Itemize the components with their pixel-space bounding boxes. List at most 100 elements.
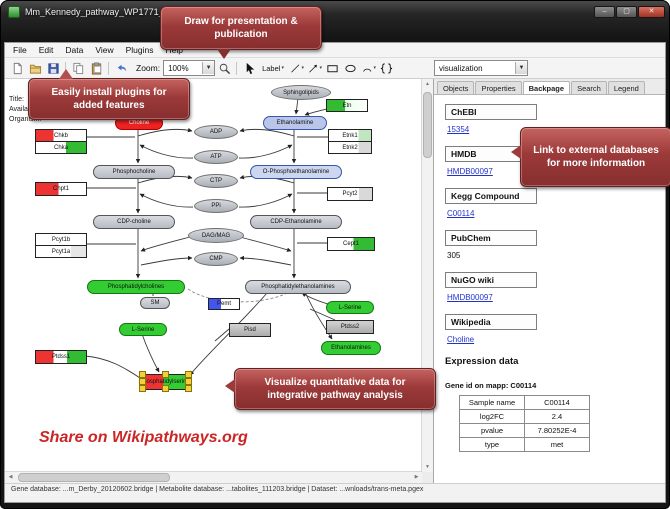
rect-tool[interactable] xyxy=(324,60,342,77)
table-cell: Sample name xyxy=(459,395,525,410)
select-tool[interactable] xyxy=(240,60,258,77)
vertical-scroll-thumb[interactable] xyxy=(423,92,432,158)
copy-button[interactable] xyxy=(69,60,87,77)
db-link-wikipedia[interactable]: Choline xyxy=(447,335,475,344)
pathway-node-phosphocholine[interactable]: Phosphocholine xyxy=(93,165,175,179)
pathway-node-ptdss2[interactable]: Ptdss2 xyxy=(326,320,374,334)
chevron-down-icon[interactable]: ▾ xyxy=(373,65,376,71)
selection-handle[interactable] xyxy=(162,385,169,392)
pathway-edge xyxy=(304,291,333,340)
pathway-node-o-phosphoethanolamine[interactable]: O-Phosphoethanolamine xyxy=(250,165,342,179)
tab-legend[interactable]: Legend xyxy=(607,81,645,94)
zoom-value: 100% xyxy=(168,63,189,73)
pathway-edge xyxy=(238,144,293,159)
paste-button[interactable] xyxy=(87,60,105,77)
pathway-edge xyxy=(141,333,160,373)
pathway-node-l-serine[interactable]: L-Serine xyxy=(326,301,374,314)
pathway-node-pcyt1a[interactable]: Pcyt1a xyxy=(35,245,87,258)
chevron-down-icon[interactable]: ▾ xyxy=(301,65,304,71)
arrow-tool[interactable]: ▾ xyxy=(306,60,324,77)
chevron-down-icon[interactable]: ▼ xyxy=(515,62,527,74)
selection-handle[interactable] xyxy=(185,371,192,378)
chevron-down-icon[interactable]: ▼ xyxy=(202,62,215,74)
selection-handle[interactable] xyxy=(139,378,146,385)
horizontal-scrollbar[interactable]: ◀ ▶ xyxy=(5,471,422,483)
pathway-node-atp[interactable]: ATP xyxy=(194,150,238,164)
scroll-left-icon[interactable]: ◀ xyxy=(8,474,13,480)
pathway-node-ctp[interactable]: CTP xyxy=(194,174,238,188)
new-file-button[interactable] xyxy=(8,60,26,77)
tab-backpage[interactable]: Backpage xyxy=(522,81,571,94)
selection-handle[interactable] xyxy=(185,378,192,385)
db-link-nugo-wiki[interactable]: HMDB00097 xyxy=(447,293,493,302)
pathway-node-dag-mag[interactable]: DAG/MAG xyxy=(188,228,244,243)
pathway-node-cmp[interactable]: CMP xyxy=(194,252,238,266)
label-tool[interactable]: Label▾ xyxy=(258,60,288,77)
tab-properties[interactable]: Properties xyxy=(475,81,522,94)
chevron-down-icon[interactable]: ▾ xyxy=(281,65,284,71)
pathway-node-ppi[interactable]: PPi xyxy=(194,199,238,213)
open-button[interactable] xyxy=(26,60,44,77)
menu-data[interactable]: Data xyxy=(65,45,84,55)
scroll-right-icon[interactable]: ▶ xyxy=(414,474,419,480)
chevron-down-icon[interactable]: ▾ xyxy=(319,65,322,71)
undo-button[interactable] xyxy=(112,60,130,77)
selection-handle[interactable] xyxy=(185,385,192,392)
pathway-canvas[interactable]: Title: Available Organism: Share on Wiki… xyxy=(5,79,422,472)
horizontal-scroll-thumb[interactable] xyxy=(18,473,170,482)
brace-tool[interactable] xyxy=(378,60,396,77)
menu-file[interactable]: File xyxy=(13,45,27,55)
pathway-node-ethanolamine[interactable]: Ethanolamine xyxy=(263,116,327,130)
visualization-combo[interactable]: visualization ▼ xyxy=(434,60,528,76)
zoom-fit-button[interactable] xyxy=(215,60,233,77)
minimize-button[interactable]: – xyxy=(594,6,615,18)
pathway-node-pcyt2[interactable]: Pcyt2 xyxy=(327,187,373,201)
pathway-node-phosphatidylethanolamines[interactable]: Phosphatidylethanolamines xyxy=(245,280,351,294)
close-button[interactable]: ✕ xyxy=(638,6,665,18)
pathway-node-chka[interactable]: Chka xyxy=(35,141,87,154)
menu-plugins[interactable]: Plugins xyxy=(125,45,154,55)
tab-search[interactable]: Search xyxy=(571,81,607,94)
selection-handle[interactable] xyxy=(139,385,146,392)
selection-handle[interactable] xyxy=(139,371,146,378)
scroll-down-icon[interactable]: ▼ xyxy=(425,464,430,470)
pathway-node-etnk2[interactable]: Etnk2 xyxy=(328,141,372,154)
arc-tool[interactable]: ▾ xyxy=(360,60,378,77)
pathway-node-ethanolamines[interactable]: Ethanolamines xyxy=(321,341,381,355)
tab-objects[interactable]: Objects xyxy=(437,81,475,94)
table-cell: met xyxy=(524,437,590,452)
selection-handle[interactable] xyxy=(162,371,169,378)
visualization-value: visualization xyxy=(439,63,483,73)
vertical-scrollbar[interactable]: ▲ ▼ xyxy=(421,79,433,472)
callout-text: Visualize quantitative data for integrat… xyxy=(264,377,406,401)
db-link-chebi[interactable]: 15354 xyxy=(447,125,470,134)
pathway-edge xyxy=(84,355,141,379)
oval-tool[interactable] xyxy=(342,60,360,77)
zoom-combo[interactable]: 100% ▼ xyxy=(163,60,216,76)
pathway-node-chpt1[interactable]: Chpt1 xyxy=(35,182,87,196)
pathway-node-sphingolipids[interactable]: Sphingolipids xyxy=(271,85,331,100)
pathway-info-title: Title: xyxy=(9,96,24,103)
pathway-node-pisd[interactable]: Pisd xyxy=(229,323,271,337)
menu-view[interactable]: View xyxy=(95,45,114,55)
maximize-button[interactable]: ▢ xyxy=(616,6,637,18)
line-tool[interactable]: ▾ xyxy=(288,60,306,77)
pathway-node-phosphatidylcholines[interactable]: Phosphatidylcholines xyxy=(87,280,185,294)
pathway-node-etn[interactable]: Etn xyxy=(326,99,368,112)
pathway-node-l-serine[interactable]: L-Serine xyxy=(119,323,167,336)
menu-edit[interactable]: Edit xyxy=(38,45,54,55)
scroll-up-icon[interactable]: ▲ xyxy=(425,81,430,87)
pathway-node-adp[interactable]: ADP xyxy=(194,125,238,139)
db-link-hmdb[interactable]: HMDB00097 xyxy=(447,167,493,176)
pathway-node-sm[interactable]: SM xyxy=(140,297,170,309)
save-button[interactable] xyxy=(44,60,62,77)
pathway-node-cdp-ethanolamine[interactable]: CDP-Ethanolamine xyxy=(250,215,342,229)
pathway-info-availability: Available xyxy=(9,106,38,113)
menu-help[interactable]: Help xyxy=(165,45,183,55)
pathway-node-ptdss1[interactable]: Ptdss1 xyxy=(35,350,87,364)
pathway-node-pemt[interactable]: Pemt xyxy=(208,298,240,310)
pathway-node-cdp-choline[interactable]: CDP-choline xyxy=(93,215,175,229)
pathway-node-cept1[interactable]: Cept1 xyxy=(327,237,375,251)
db-link-kegg-compound[interactable]: C00114 xyxy=(447,209,475,218)
